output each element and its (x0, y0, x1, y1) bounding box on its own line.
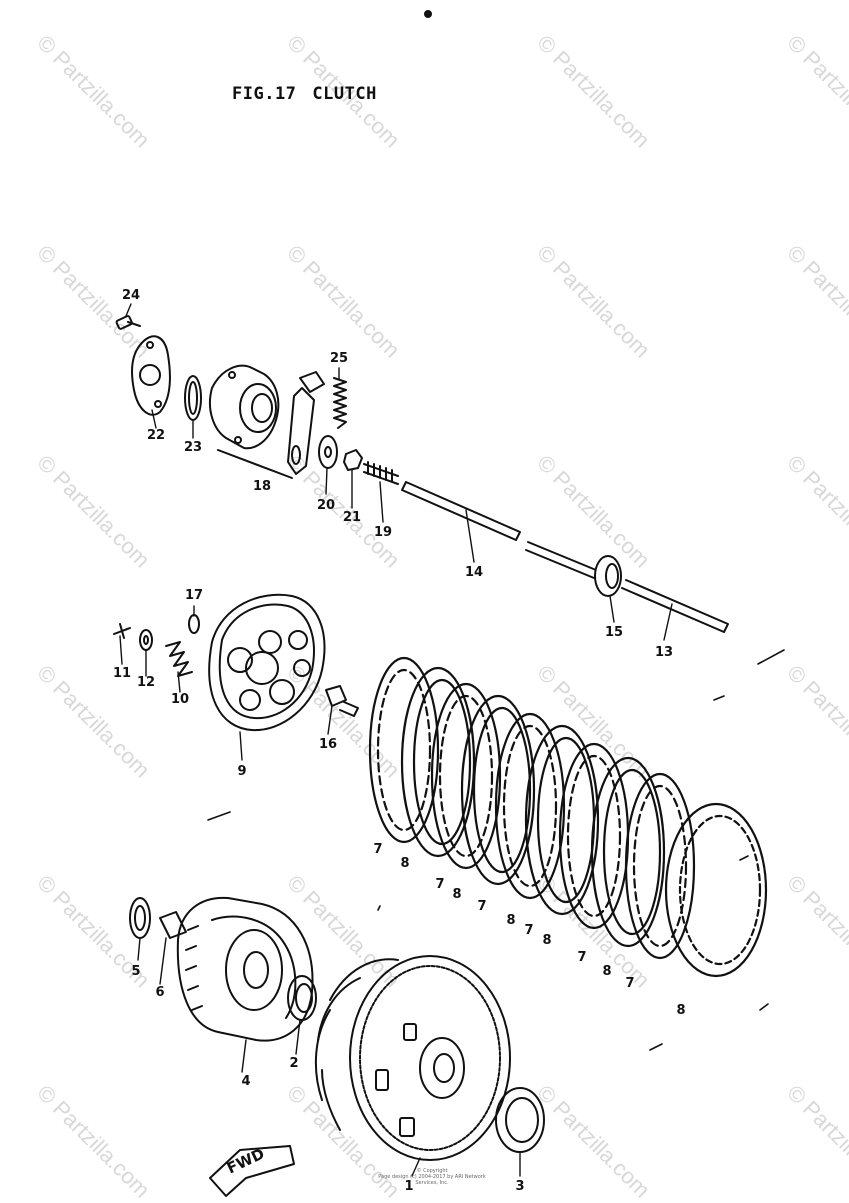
callout-23: 23 (183, 440, 203, 455)
callout-1: 1 (404, 1179, 414, 1194)
callout-13: 13 (654, 645, 674, 660)
callout-8: 8 (452, 887, 462, 902)
part-24-screw (115, 315, 141, 330)
part-5-washer (129, 897, 151, 939)
part-11-bolt (113, 623, 131, 639)
callout-8: 8 (400, 856, 410, 871)
callout-8: 8 (676, 1003, 686, 1018)
part-25-spring (333, 377, 347, 429)
part-18-release (208, 364, 325, 479)
fwd-arrow (209, 1145, 295, 1197)
callout-10: 10 (170, 692, 190, 707)
part-3-washer (495, 1087, 545, 1153)
part-21-nut (343, 449, 363, 471)
plate-friction (368, 656, 440, 844)
callout-8: 8 (506, 913, 516, 928)
copyright-line: Page design (c) 2004-2017 by ARI Network… (378, 1174, 486, 1186)
copyright-notice: © Copyright Page design (c) 2004-2017 by… (367, 1168, 497, 1186)
part-12-washer (139, 629, 153, 651)
part-13-pushrod (525, 541, 729, 633)
stray-dot (424, 10, 432, 18)
callout-15: 15 (604, 625, 624, 640)
callout-7: 7 (373, 842, 383, 857)
callout-17: 17 (184, 588, 204, 603)
callout-2: 2 (289, 1056, 299, 1071)
part-20-washer (318, 435, 338, 469)
callout-7: 7 (524, 923, 534, 938)
callout-8: 8 (542, 933, 552, 948)
callout-24: 24 (121, 288, 141, 303)
callout-4: 4 (241, 1074, 251, 1089)
part-1-housing (314, 955, 511, 1161)
callout-3: 3 (515, 1179, 525, 1194)
part-9-pressure-plate (208, 593, 326, 732)
plate-friction (430, 682, 502, 870)
callout-9: 9 (237, 764, 247, 779)
leader-lines (119, 303, 673, 1177)
part-4-hub (176, 896, 314, 1042)
callout-21: 21 (342, 510, 362, 525)
part-23-oring (184, 375, 202, 421)
figure-name: CLUTCH (312, 84, 377, 104)
callout-7: 7 (625, 976, 635, 991)
part-16-lifter (325, 685, 359, 717)
callout-5: 5 (131, 964, 141, 979)
callout-12: 12 (136, 675, 156, 690)
callout-18: 18 (252, 479, 272, 494)
callout-19: 19 (373, 525, 393, 540)
callout-8: 8 (602, 964, 612, 979)
callout-7: 7 (477, 899, 487, 914)
plate-friction (624, 772, 696, 960)
callout-22: 22 (146, 428, 166, 443)
plate-steel (524, 724, 600, 916)
plate-friction (494, 712, 566, 900)
callout-20: 20 (316, 498, 336, 513)
callout-16: 16 (318, 737, 338, 752)
plate-steel (664, 802, 768, 978)
callout-7: 7 (435, 877, 445, 892)
part-14-pushrod (401, 481, 521, 541)
plate-steel (460, 694, 536, 886)
callout-11: 11 (112, 666, 132, 681)
plate-stack (368, 656, 768, 978)
part-19-adjuster (363, 461, 399, 485)
part-17-spacer (188, 614, 200, 634)
plate-steel (590, 756, 666, 948)
part-10-spring (165, 641, 193, 677)
callout-7: 7 (577, 950, 587, 965)
callout-14: 14 (464, 565, 484, 580)
callout-6: 6 (155, 985, 165, 1000)
figure-title: FIG.17 CLUTCH (232, 84, 393, 104)
part-22-cover (131, 335, 171, 416)
part-6-washer (159, 911, 187, 939)
copyright-line: © Copyright (416, 1168, 448, 1174)
scan-dashes (207, 649, 785, 1051)
part-15-seal (594, 555, 622, 597)
figure-number: FIG.17 (232, 84, 297, 104)
callout-25: 25 (329, 351, 349, 366)
part-2-washer (287, 975, 317, 1021)
